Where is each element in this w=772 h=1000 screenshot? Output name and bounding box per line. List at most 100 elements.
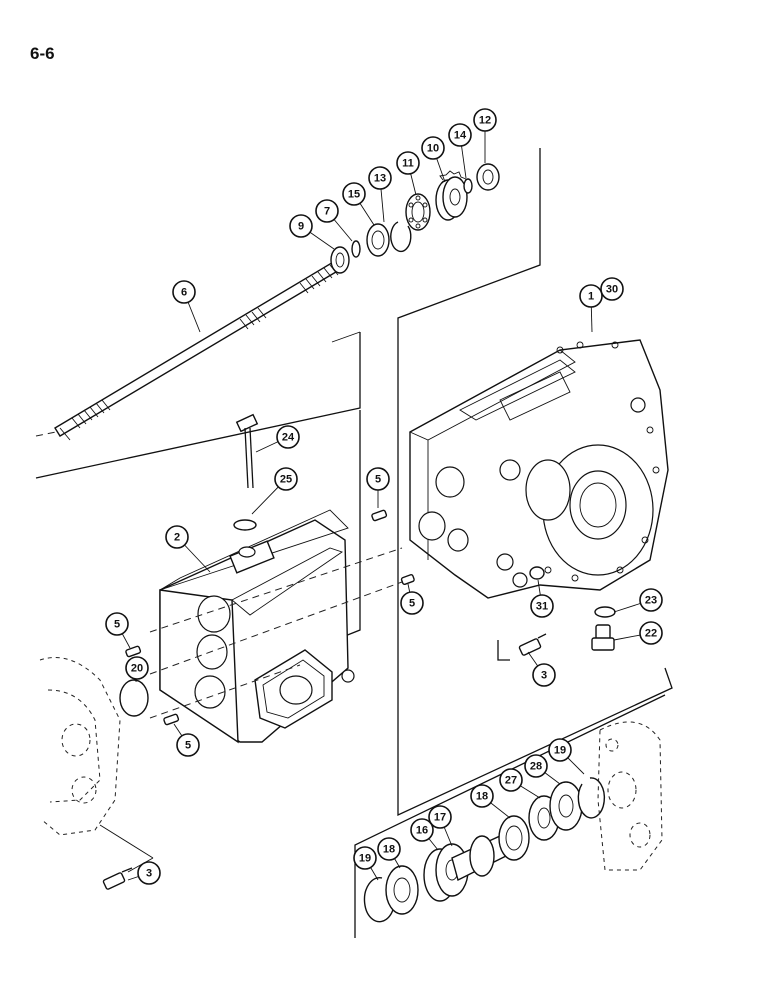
callout-label: 5 [375,474,381,486]
callout-circle [600,277,624,301]
rear-housing [408,339,669,599]
callout-16: 16 [410,818,439,851]
callout-31: 31 [530,579,554,618]
callout-circle [396,151,420,175]
upper-bearing-stack [330,163,500,274]
callout-5: 5 [105,612,131,649]
callout-label: 20 [131,663,143,675]
front-housing [149,509,403,744]
callout-label: 18 [383,844,395,856]
callout-circle [530,594,554,618]
callout-circle [368,166,392,190]
callout-circle [421,136,445,160]
callout-circle [524,754,548,778]
callout-label: 22 [645,628,657,640]
shaft-group-frame [35,148,673,938]
callout-label: 12 [479,115,491,127]
callout-circle [579,284,603,308]
callout-label: 18 [476,791,488,803]
callout-circle [428,805,452,829]
callout-5: 5 [400,583,424,615]
callout-label: 5 [114,619,120,631]
callout-12: 12 [473,108,497,163]
callout-circle [105,612,129,636]
callout-5: 5 [366,467,390,508]
callout-label: 27 [505,775,517,787]
callout-label: 2 [174,532,180,544]
callout-22: 22 [613,621,663,645]
callout-label: 28 [530,761,542,773]
page-number: 6-6 [30,44,55,63]
callout-label: 5 [185,740,191,752]
callout-5: 5 [173,723,200,757]
callout-label: 10 [427,143,439,155]
callout-label: 16 [416,825,428,837]
callout-2: 2 [165,525,211,573]
callout-3: 3 [127,861,161,885]
dipstick [233,413,259,531]
callout-label: 31 [536,601,548,613]
callout-28: 28 [524,754,561,785]
callout-15: 15 [342,182,375,226]
callout-18: 18 [470,784,511,819]
callout-9: 9 [289,214,335,250]
callout-circle [315,199,339,223]
callout-6: 6 [172,280,201,333]
callout-circle [473,108,497,132]
callout-circle [532,663,556,687]
callout-label: 11 [402,158,414,170]
callout-label: 24 [282,432,295,444]
callout-circle [639,588,663,612]
callout-label: 15 [348,189,360,201]
callout-circle [172,280,196,304]
callout-label: 3 [146,868,152,880]
callout-circle [274,467,298,491]
callout-circle [366,467,390,491]
callout-23: 23 [613,588,663,613]
adjoining-housing-outlines [39,657,663,871]
callout-25: 25 [251,467,298,515]
countershaft-stack [363,777,606,923]
callout-circle [410,818,434,842]
callout-1: 1 [579,284,603,333]
callout-circle [137,861,161,885]
callout-13: 13 [368,166,392,223]
callout-circle [639,621,663,645]
callout-circle [125,656,149,680]
callout-11: 11 [396,151,420,196]
callout-circle [289,214,313,238]
callout-label: 30 [606,284,618,296]
callout-label: 7 [324,206,330,218]
callout-19: 19 [353,846,379,881]
dowel-pins [119,509,415,726]
callout-circle [276,425,300,449]
callout-circle [353,846,377,870]
callout-label: 14 [454,130,467,142]
callout-label: 6 [181,287,187,299]
callout-circle [165,525,189,549]
callout-3: 3 [527,651,556,687]
callout-circle [400,591,424,615]
callout-label: 19 [554,745,566,757]
callout-7: 7 [315,199,353,242]
callout-circle [470,784,494,808]
callout-label: 9 [298,221,304,233]
callout-19: 19 [548,738,585,775]
bolts-and-washer [102,606,616,890]
callout-label: 23 [645,595,657,607]
callout-circle [499,768,523,792]
callout-circle [548,738,572,762]
callout-label: 13 [374,173,386,185]
callout-label: 1 [588,291,594,303]
callout-14: 14 [448,123,472,179]
callout-circle [448,123,472,147]
callout-30: 30 [600,277,624,301]
callout-circle [342,182,366,206]
callout-10: 10 [421,136,446,183]
callout-circle [176,733,200,757]
callout-label: 17 [434,812,446,824]
callout-20: 20 [125,656,149,683]
callout-label: 3 [541,670,547,682]
